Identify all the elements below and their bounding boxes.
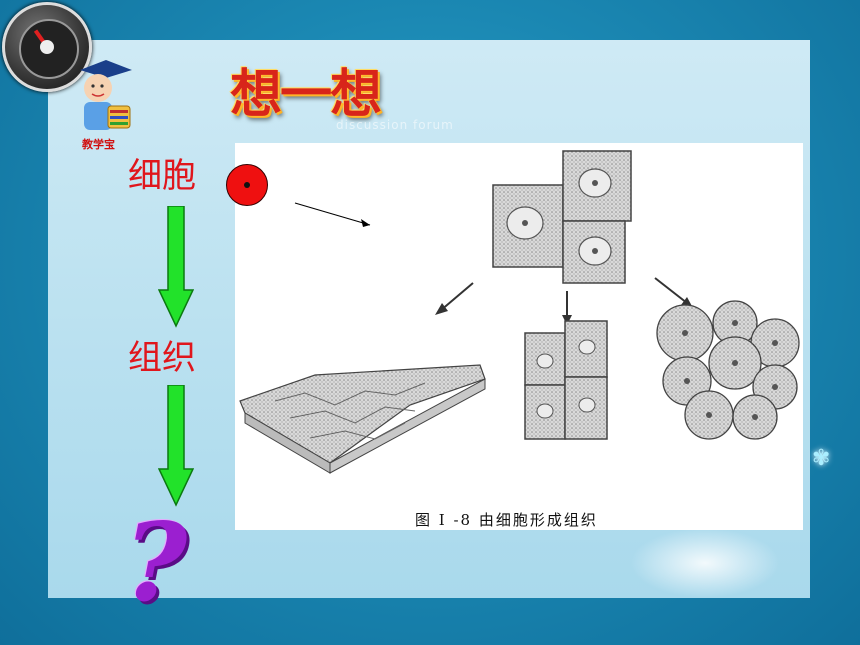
down-arrow-icon xyxy=(158,385,194,507)
logo-label: 教学宝 xyxy=(82,138,115,151)
figure-caption: 图 I -8 由细胞形成组织 xyxy=(415,511,598,529)
cell-label: 细胞 xyxy=(128,156,196,196)
question-mark: ? xyxy=(124,500,188,626)
gauge-icon xyxy=(2,2,92,92)
page-subtitle: discussion forum xyxy=(336,118,454,132)
cell-diagram xyxy=(239,150,800,474)
teacher-mascot-icon xyxy=(80,60,132,130)
tissue-label: 组织 xyxy=(128,338,196,378)
sparkle-icon: ✾ xyxy=(812,446,831,471)
down-arrow-icon xyxy=(158,206,194,328)
decorative-glow xyxy=(630,528,780,598)
gauge-hub xyxy=(40,40,54,54)
page-title: 想一想 xyxy=(230,65,382,125)
cell-dot-icon xyxy=(226,164,268,206)
tissue-formation-figure: 图 I -8 由细胞形成组织 xyxy=(235,143,803,530)
